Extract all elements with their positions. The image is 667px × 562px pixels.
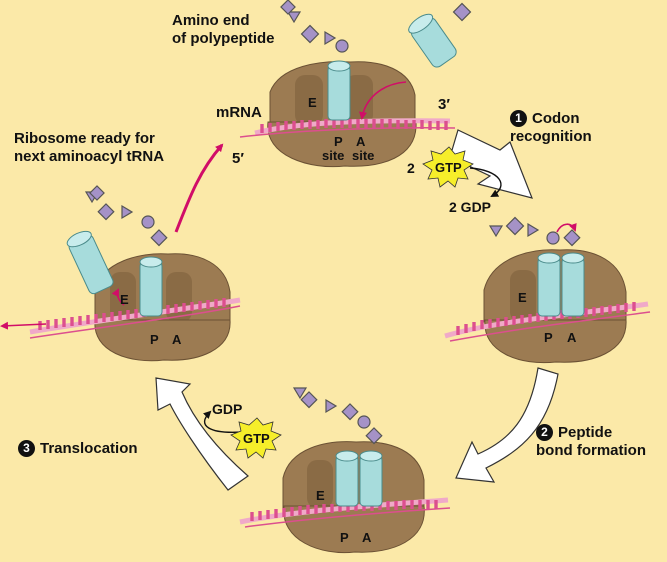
step3-label: 3 Translocation (18, 440, 138, 458)
left-e-label: E (120, 292, 129, 307)
cycle-arrow-3 (155, 377, 249, 491)
step2-label: 2 Peptide bond formation (536, 424, 646, 460)
left-p-label: P (150, 332, 159, 347)
gtp-starburst-3 (230, 417, 282, 459)
ribosome-right (444, 216, 651, 364)
gtp-starburst-1 (422, 146, 474, 188)
top-e-label: E (308, 95, 317, 110)
step3-number: 3 (18, 440, 35, 457)
step1-number: 1 (510, 110, 527, 127)
left-a-label: A (172, 332, 182, 347)
step1-line-1: Codon (532, 110, 580, 127)
gtp-hydrolysis-arrow-3 (202, 410, 243, 434)
right-a-label: A (567, 330, 577, 345)
site-p-letter: P (334, 134, 343, 149)
gtp-hydrolysis-arrow-1 (469, 167, 502, 197)
bottom-p-label: P (340, 530, 349, 545)
ribosome-top (239, 0, 472, 168)
amino-end-line-2: of polypeptide (172, 30, 275, 47)
gtp-count-label: 2 (407, 160, 415, 176)
ribosome-bottom (239, 387, 451, 554)
step1-label: 1 Codon recognition (510, 110, 592, 146)
two-gdp-label: 2 GDP (449, 199, 492, 215)
bottom-a-label: A (362, 530, 372, 545)
step3-text: Translocation (40, 440, 138, 457)
step2-line-1: Peptide (558, 424, 613, 441)
ribosome-left (0, 185, 241, 362)
amino-end-label: Amino end of polypeptide (172, 12, 275, 48)
step2-line-2: bond formation (536, 442, 646, 459)
ribosome-ready-line-1: Ribosome ready for (14, 130, 155, 147)
amino-end-line-1: Amino end (172, 12, 250, 29)
gtp-label-1: GTP (435, 160, 462, 175)
cycle-arrow-2 (455, 367, 559, 483)
right-p-label: P (544, 330, 553, 345)
site-a-word: site (352, 148, 375, 163)
mrna-label: mRNA (216, 104, 262, 121)
right-e-label: E (518, 290, 527, 305)
ribosome-ready-label: Ribosome ready for next aminoacyl tRNA (14, 130, 164, 166)
step2-number: 2 (536, 424, 553, 441)
ribosome-ready-line-2: next aminoacyl tRNA (14, 148, 165, 165)
gdp-label: GDP (212, 401, 243, 417)
site-a-letter: A (356, 134, 366, 149)
five-prime-label: 5′ (232, 150, 244, 167)
bottom-e-label: E (316, 488, 325, 503)
three-prime-label: 3′ (438, 96, 450, 113)
ready-arrow (174, 143, 224, 233)
site-p-word: site (322, 148, 345, 163)
gtp-label-3: GTP (243, 431, 270, 446)
step1-line-2: recognition (510, 128, 592, 145)
